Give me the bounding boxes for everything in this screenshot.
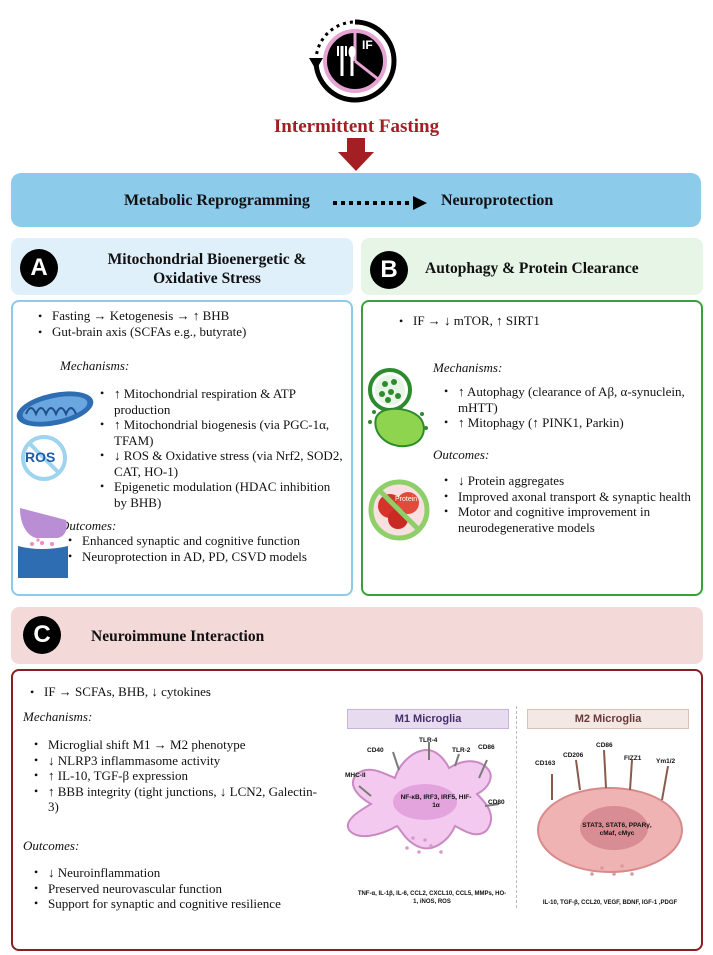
- panel-c-mechanisms-label: Mechanisms:: [23, 709, 93, 724]
- panel-a-badge: A: [20, 249, 58, 287]
- m1-receptor-label: CD40: [367, 747, 384, 754]
- panel-b-mechanisms: ↑ Autophagy (clearance of Aβ, α-synuclei…: [444, 384, 694, 431]
- m2-microglia-cell: [537, 749, 683, 876]
- autophagy-icon: [368, 368, 428, 448]
- list-item: Motor and cognitive improvement in neuro…: [444, 504, 694, 535]
- m2-title: M2 Microglia: [527, 709, 689, 729]
- m2-nucleus-text: STAT3, STAT6, PPARγ, cMaf, cMyc: [582, 822, 652, 837]
- list-item: Preserved neurovascular function: [34, 881, 334, 897]
- if-icon-label: IF: [362, 38, 373, 52]
- panel-a-title-line2: Oxidative Stress: [153, 270, 261, 287]
- m2-receptor-label: CD163: [535, 760, 556, 767]
- panel-a-outcomes: Enhanced synaptic and cognitive function…: [68, 533, 346, 564]
- panel-b-box: [361, 300, 703, 596]
- panel-a-mechanisms-label: Mechanisms:: [60, 358, 130, 373]
- m1-title: M1 Microglia: [347, 709, 509, 729]
- panel-a-outcomes-label: Outcomes:: [60, 518, 117, 533]
- m1-receptor-label: CD86: [478, 744, 495, 751]
- list-item: ↓ Neuroinflammation: [34, 865, 334, 881]
- no-ros-icon: [21, 435, 67, 481]
- m2-secreted-text: IL-10, TGF-β, CCL20, VEGF, BDNF, IGF-1 ,…: [542, 900, 678, 906]
- list-item: Epigenetic modulation (HDAC inhibition b…: [100, 479, 345, 510]
- dotted-arrow-icon: [333, 196, 427, 210]
- intermittent-fasting-clock-icon: [309, 19, 397, 103]
- panel-b-outcomes: ↓ Protein aggregates Improved axonal tra…: [444, 473, 694, 535]
- synapse-icon: [18, 508, 68, 578]
- panel-c-title: Neuroimmune Interaction: [91, 628, 265, 645]
- panel-a-inputs: Fasting → Ketogenesis → ↑ BHB Gut-brain …: [38, 308, 343, 340]
- list-item: ↓ NLRP3 inflammasome activity: [34, 753, 324, 769]
- list-item: ↓ Protein aggregates: [444, 473, 694, 489]
- m1-secreted-text: TNF-α, IL-1β, IL-6, CCL2, CXCL10, CCL5, …: [357, 891, 507, 905]
- list-item: ↑ BBB integrity (tight junctions, ↓ LCN2…: [34, 784, 324, 815]
- panel-a-box: [11, 300, 353, 596]
- list-item: ↑ IL-10, TGF-β expression: [34, 768, 324, 784]
- panel-b-outcomes-label: Outcomes:: [433, 447, 490, 462]
- list-item: IF → ↓ mTOR, ↑ SIRT1: [399, 313, 689, 329]
- list-item: Gut-brain axis (SCFAs e.g., butyrate): [38, 324, 343, 340]
- list-item: Enhanced synaptic and cognitive function: [68, 533, 346, 549]
- panel-c-outcomes-label: Outcomes:: [23, 838, 80, 853]
- protein-label: Protein: [395, 496, 418, 503]
- list-item: ↑ Mitochondrial respiration & ATP produc…: [100, 386, 345, 417]
- list-item: Support for synaptic and cognitive resil…: [34, 896, 334, 912]
- panel-c-outcomes: ↓ Neuroinflammation Preserved neurovascu…: [34, 865, 334, 912]
- m2-receptor-label: Ym1/2: [656, 758, 676, 765]
- list-item: IF → SCFAs, BHB, ↓ cytokines: [30, 684, 330, 700]
- panel-a-title-line1: Mitochondrial Bioenergetic &: [107, 251, 307, 268]
- panel-c-header: [11, 607, 703, 664]
- panel-b-mechanisms-label: Mechanisms:: [433, 360, 503, 375]
- panel-a-mechanisms: ↑ Mitochondrial respiration & ATP produc…: [100, 386, 345, 510]
- list-item: Neuroprotection in AD, PD, CSVD models: [68, 549, 346, 565]
- panel-c-inputs: IF → SCFAs, BHB, ↓ cytokines: [30, 684, 330, 700]
- down-arrow-icon: [338, 138, 374, 171]
- list-item: Microglial shift M1 → M2 phenotype: [34, 737, 324, 753]
- m1-receptor-label: TLR-4: [419, 737, 438, 744]
- mitochondria-icon: [16, 391, 94, 427]
- m1-microglia-cell: [346, 742, 500, 854]
- m1-nucleus-text: NF-κB, IRF3, IRF5, HIF-1α: [400, 794, 472, 809]
- m2-receptor-label: FIZZ1: [624, 755, 642, 762]
- no-protein-aggregates-icon: [368, 479, 430, 541]
- metabolic-banner: [11, 173, 701, 227]
- list-item: ↑ Autophagy (clearance of Aβ, α-synuclei…: [444, 384, 694, 415]
- panel-b-badge: B: [370, 251, 408, 289]
- panel-c-mechanisms: Microglial shift M1 → M2 phenotype ↓ NLR…: [34, 737, 324, 815]
- m2-receptor-label: CD86: [596, 742, 613, 749]
- m1-receptor-label: MHC-II: [345, 772, 366, 779]
- m1-receptor-label: CD80: [488, 799, 505, 806]
- m2-receptor-label: CD206: [563, 752, 584, 759]
- panel-c-badge: C: [23, 616, 61, 654]
- panel-b-header: [361, 238, 703, 295]
- banner-right-text: Neuroprotection: [441, 192, 554, 209]
- list-item: ↓ ROS & Oxidative stress (via Nrf2, SOD2…: [100, 448, 345, 479]
- page-title: Intermittent Fasting: [273, 116, 440, 137]
- panel-b-inputs: IF → ↓ mTOR, ↑ SIRT1: [399, 313, 689, 329]
- list-item: ↑ Mitophagy (↑ PINK1, Parkin): [444, 415, 694, 431]
- panel-a-header: [11, 238, 353, 295]
- microglia-divider: [516, 706, 517, 908]
- banner-left-text: Metabolic Reprogramming: [124, 192, 310, 209]
- list-item: ↑ Mitochondrial biogenesis (via PGC-1α, …: [100, 417, 345, 448]
- list-item: Improved axonal transport & synaptic hea…: [444, 489, 694, 505]
- ros-label: ROS: [25, 449, 56, 465]
- m1-receptor-label: TLR-2: [452, 747, 471, 754]
- panel-c-box: [11, 669, 703, 951]
- list-item: Fasting → Ketogenesis → ↑ BHB: [38, 308, 343, 324]
- panel-b-title: Autophagy & Protein Clearance: [425, 260, 639, 277]
